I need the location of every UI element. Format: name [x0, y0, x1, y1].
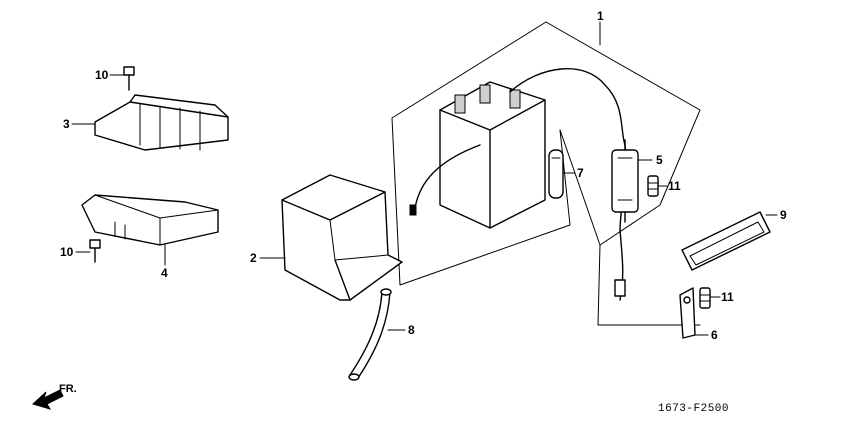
battery-band [681, 211, 771, 271]
callout-10-lower: 10 [60, 245, 74, 259]
callout-5: 5 [656, 153, 663, 167]
diagram-code: 1673-F2500 [658, 403, 729, 415]
fuse-upper [647, 175, 659, 197]
callout-3: 3 [63, 117, 70, 131]
bolt-upper [123, 66, 135, 91]
battery-box [281, 174, 403, 301]
regulator-lower [81, 194, 219, 246]
direction-label: FR. [59, 383, 77, 395]
battery-band-lower [679, 287, 696, 339]
callout-leaders [71, 21, 778, 336]
callout-11-lower: 11 [721, 290, 734, 304]
bolt-lower [89, 239, 101, 263]
callout-8: 8 [408, 323, 415, 337]
callout-1: 1 [597, 9, 604, 23]
callout-10-upper: 10 [95, 68, 109, 82]
callout-7: 7 [577, 166, 584, 180]
callout-4: 4 [161, 266, 168, 280]
breather-tube [348, 288, 392, 381]
fuse-holder [611, 139, 639, 223]
battery [409, 81, 546, 229]
tube-upper [548, 149, 564, 199]
callout-6: 6 [711, 328, 718, 342]
callout-9: 9 [780, 208, 787, 222]
fuse-lower [699, 287, 711, 309]
callout-11-upper: 11 [668, 179, 681, 193]
regulator-upper [94, 94, 229, 151]
callout-2: 2 [250, 251, 257, 265]
battery-assembly-outline [391, 21, 701, 326]
front-direction-arrow-icon [32, 389, 64, 410]
